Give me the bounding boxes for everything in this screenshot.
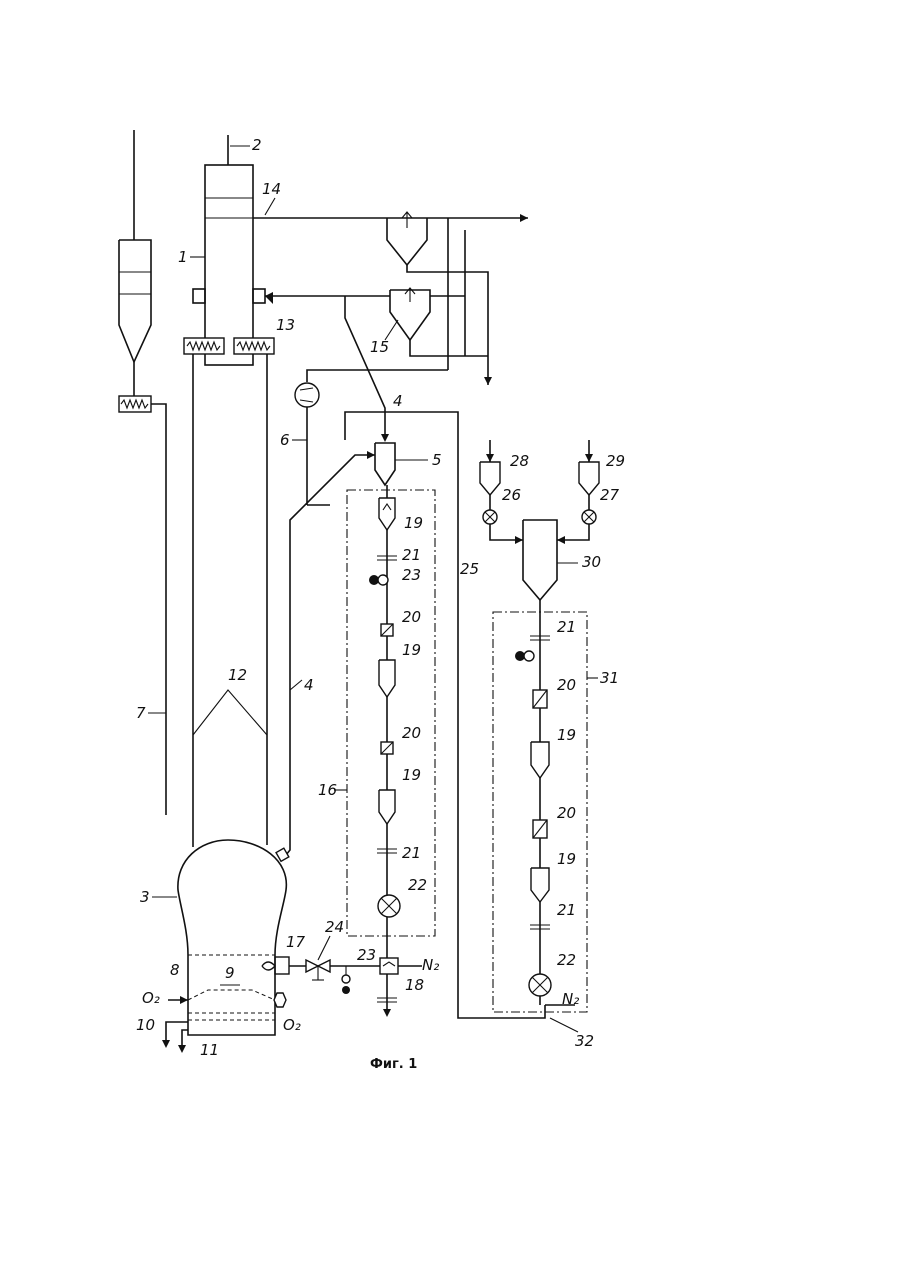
label-13: 13 (276, 316, 295, 334)
label-4b: 4 (304, 676, 314, 694)
right-feed-hoppers (480, 440, 599, 600)
label-27: 27 (600, 486, 620, 504)
label-30: 30 (582, 553, 601, 571)
shaft-reactor (184, 135, 274, 845)
label-11: 11 (200, 1041, 219, 1059)
label-23a: 23 (402, 566, 421, 584)
label-24: 24 (325, 918, 344, 936)
label-3: 3 (140, 888, 150, 906)
label-n2b: N₂ (562, 990, 579, 1008)
label-19e: 19 (557, 850, 576, 868)
label-20c: 20 (557, 676, 576, 694)
label-31: 31 (600, 669, 619, 687)
label-28: 28 (510, 452, 529, 470)
label-2: 2 (252, 136, 262, 154)
figure-caption: Фиг. 1 (370, 1057, 417, 1072)
label-6: 6 (280, 431, 290, 449)
label-21a: 21 (402, 546, 421, 564)
label-8: 8 (170, 961, 180, 979)
label-32: 32 (575, 1032, 594, 1050)
label-10: 10 (136, 1016, 155, 1034)
label-7: 7 (136, 704, 146, 722)
label-26: 26 (502, 486, 521, 504)
label-9: 9 (225, 964, 235, 982)
label-15: 15 (370, 338, 389, 356)
label-20b: 20 (402, 724, 421, 742)
label-14: 14 (262, 180, 281, 198)
box-16 (347, 490, 435, 936)
label-n2a: N₂ (422, 956, 439, 974)
label-25: 25 (460, 560, 479, 578)
label-o2b: O₂ (283, 1016, 301, 1034)
label-5: 5 (432, 451, 442, 469)
right-conveying-line (515, 600, 575, 1005)
label-o2a: O₂ (142, 989, 160, 1007)
label-22b: 22 (557, 951, 576, 969)
label-19b: 19 (402, 641, 421, 659)
label-19c: 19 (402, 766, 421, 784)
label-20d: 20 (557, 804, 576, 822)
melter-gasifier (162, 840, 289, 1053)
label-19d: 19 (557, 726, 576, 744)
label-21b: 21 (402, 844, 421, 862)
top-gas-lines (253, 212, 528, 505)
label-12: 12 (228, 666, 247, 684)
left-conveying-line (369, 485, 422, 1017)
label-19a: 19 (404, 514, 423, 532)
label-29: 29 (606, 452, 625, 470)
label-18: 18 (405, 976, 424, 994)
reference-numerals: 2 14 1 13 15 4 6 5 19 21 23 25 20 19 12 … (136, 136, 625, 1072)
label-17: 17 (286, 933, 306, 951)
label-4a: 4 (393, 392, 403, 410)
label-21d: 21 (557, 901, 576, 919)
label-23b: 23 (357, 946, 376, 964)
label-1: 1 (178, 248, 188, 266)
label-21c: 21 (557, 618, 576, 636)
label-20a: 20 (402, 608, 421, 626)
label-22a: 22 (408, 876, 427, 894)
